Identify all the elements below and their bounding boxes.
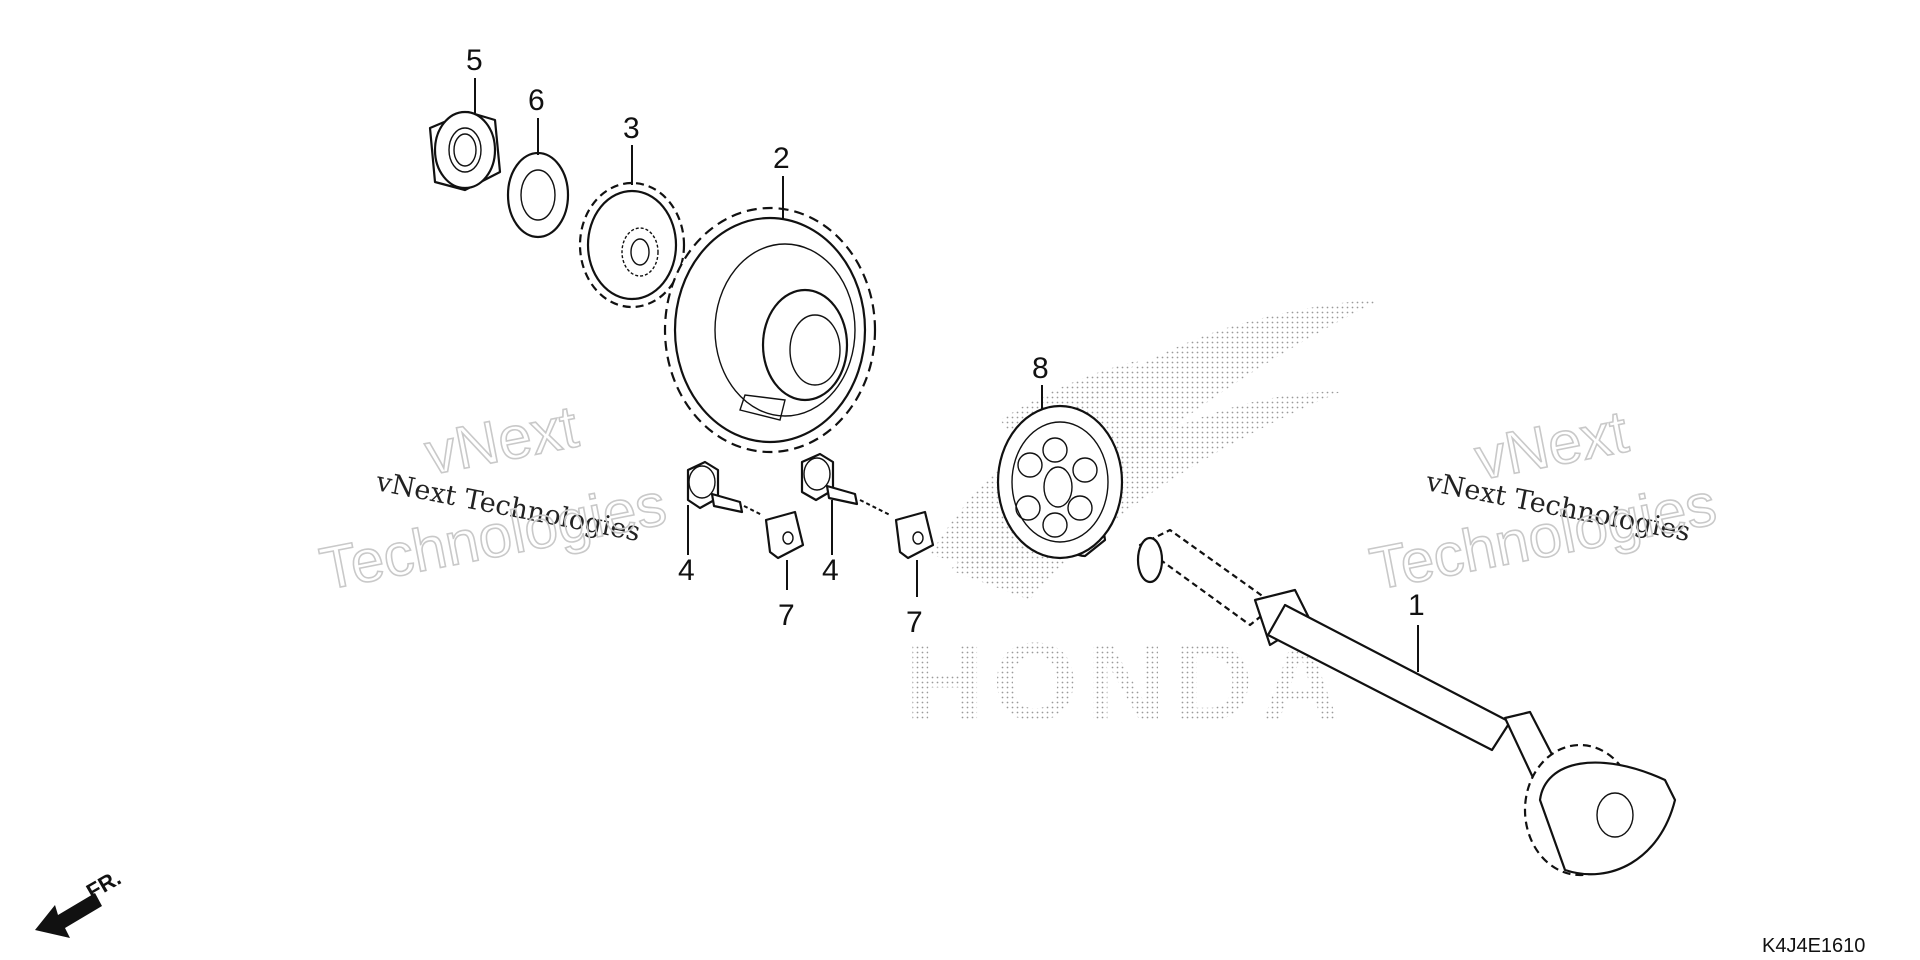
callout-8: 8 bbox=[1032, 352, 1049, 385]
part-6-washer bbox=[506, 151, 570, 239]
part-2-large-gear bbox=[663, 206, 877, 454]
part-1-balancer-shaft bbox=[1136, 528, 1677, 877]
part-7-plate-left bbox=[764, 510, 805, 560]
watermark-left: vNext vNext Technologies Technologies bbox=[314, 392, 672, 604]
callout-7-left: 7 bbox=[778, 599, 795, 632]
diagram-code: K4J4E1610 bbox=[1762, 935, 1865, 957]
callout-4-left: 4 bbox=[678, 554, 695, 587]
arrow-left-icon bbox=[35, 893, 102, 938]
part-5-nut bbox=[428, 110, 502, 192]
callout-4-right: 4 bbox=[822, 554, 839, 587]
callout-7-right: 7 bbox=[906, 606, 923, 639]
callout-5: 5 bbox=[466, 44, 483, 77]
leader-lines bbox=[474, 78, 1419, 672]
part-3-small-gear bbox=[578, 181, 686, 309]
callout-3: 3 bbox=[623, 112, 640, 145]
watermark-right: vNext vNext Technologies Technologies bbox=[1364, 397, 1722, 604]
watermark-large-line-1: vNext bbox=[420, 393, 584, 488]
part-7-plate-right bbox=[894, 510, 935, 560]
part-4-bolt-right bbox=[800, 452, 891, 516]
callout-6: 6 bbox=[528, 84, 545, 117]
front-direction-arrow: FR. bbox=[35, 865, 125, 938]
part-4-bolt-left bbox=[686, 460, 763, 516]
part-8-bearing bbox=[996, 404, 1124, 560]
callout-1: 1 bbox=[1408, 589, 1425, 622]
callout-2: 2 bbox=[773, 142, 790, 175]
